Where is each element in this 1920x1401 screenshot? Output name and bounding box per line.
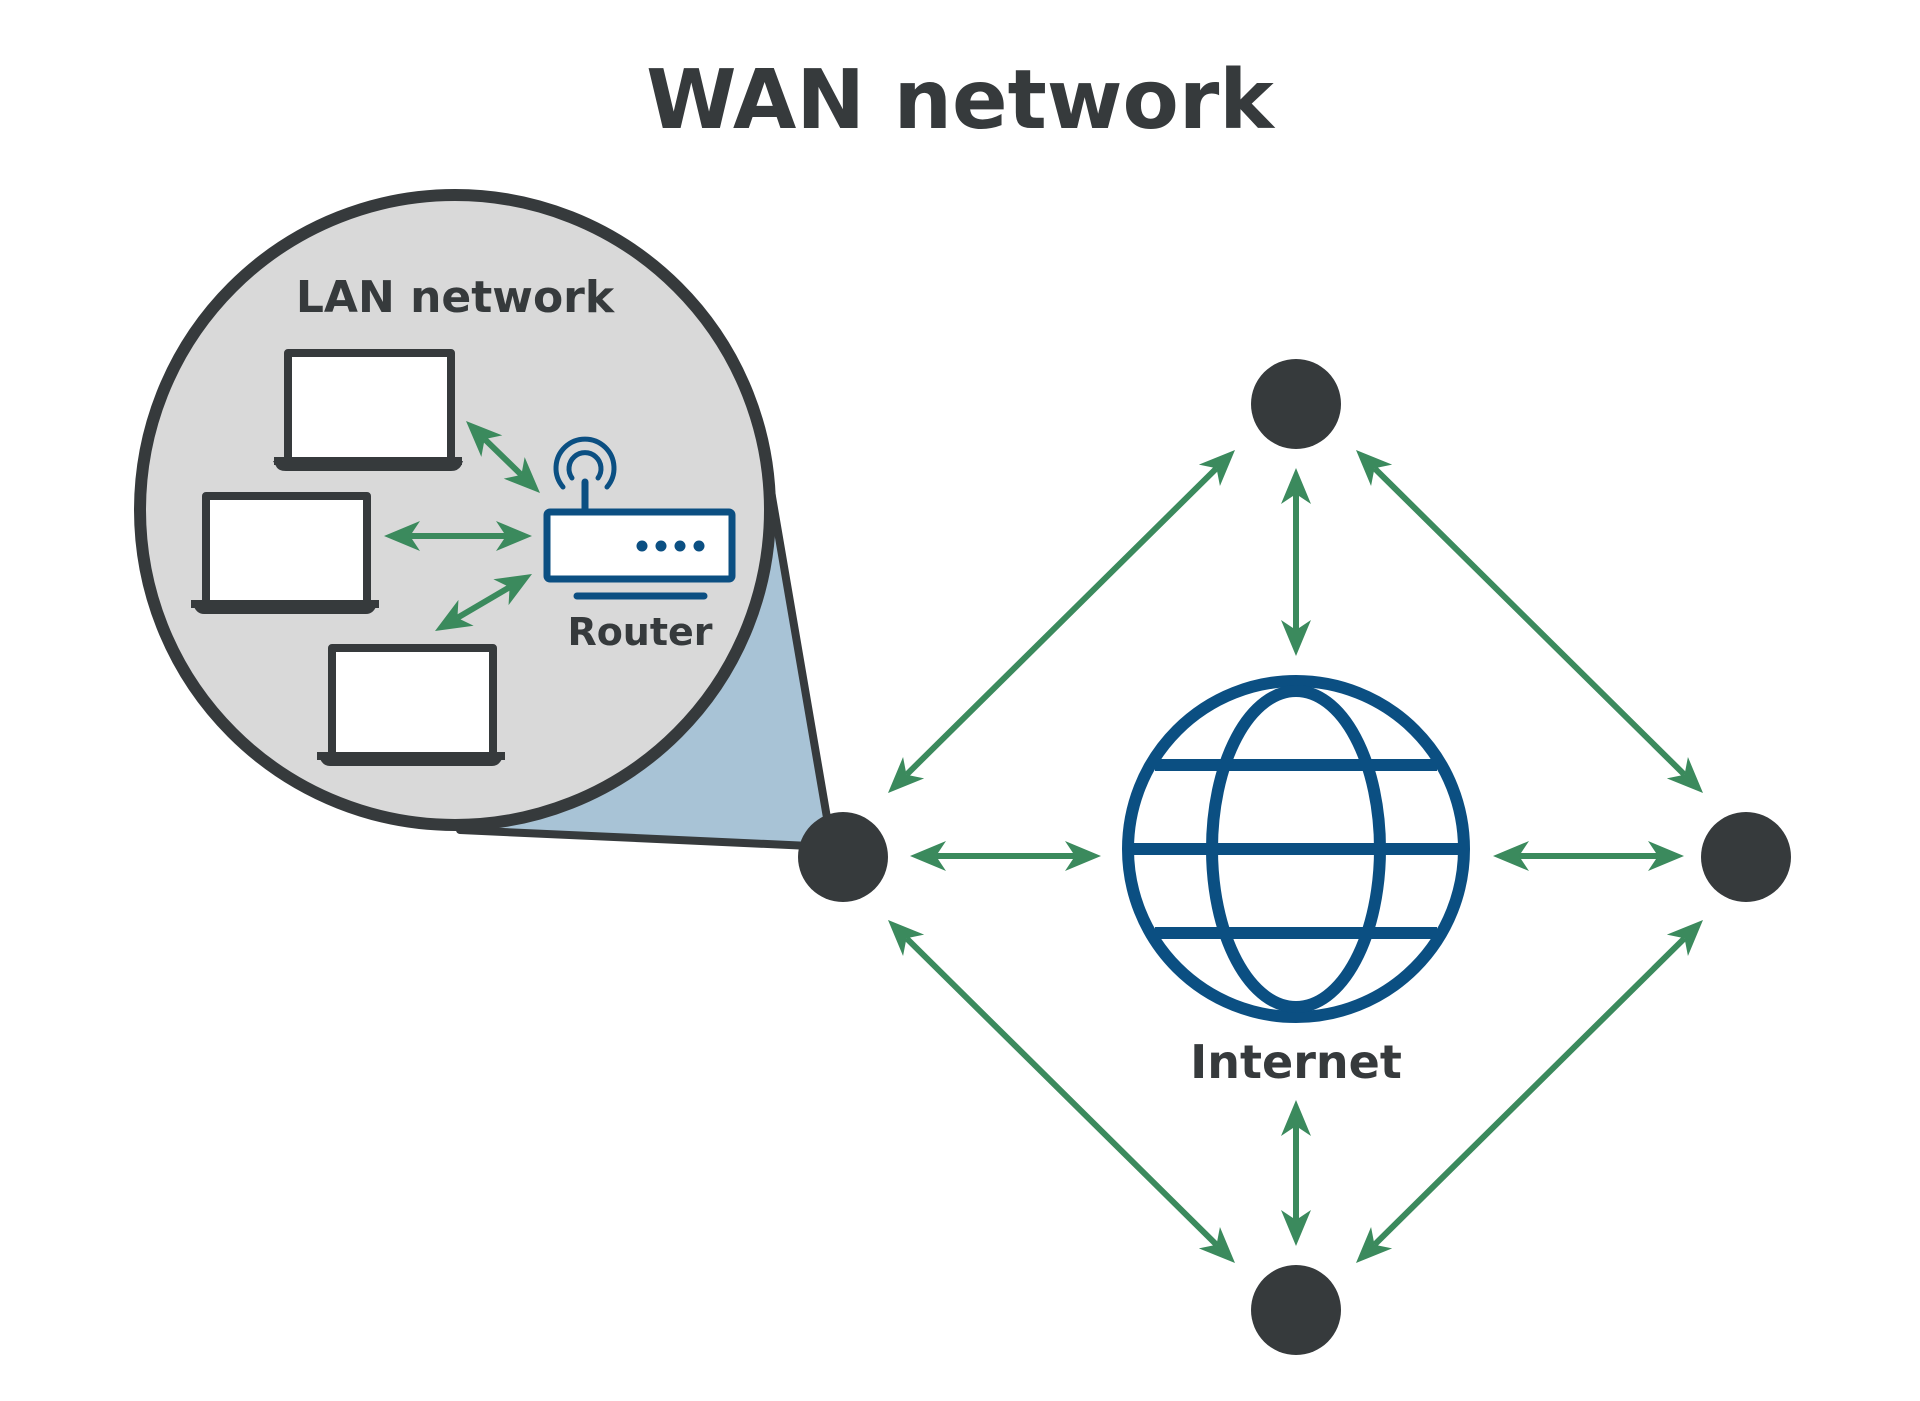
arrow-head bbox=[466, 421, 503, 457]
router-icon bbox=[543, 436, 736, 600]
arrow-shaft bbox=[1372, 936, 1687, 1247]
laptop-icon bbox=[273, 349, 463, 471]
arrow-shaft bbox=[904, 466, 1219, 777]
wan-node-lan-gateway bbox=[798, 812, 888, 902]
lan-arrow-laptop2-router bbox=[384, 521, 532, 551]
arrow-head bbox=[1281, 620, 1311, 656]
wan-arrow-top-internet bbox=[1281, 468, 1311, 656]
wan-arrow-right-bottom bbox=[1356, 920, 1703, 1263]
arrow-head bbox=[1648, 841, 1684, 871]
internet-label: Internet bbox=[1190, 1035, 1402, 1089]
arrow-head bbox=[1356, 1227, 1393, 1263]
arrow-shaft bbox=[1372, 466, 1687, 777]
arrow-head bbox=[1356, 450, 1393, 486]
wan-arrow-internet-bottom bbox=[1281, 1100, 1311, 1246]
connection-arrows bbox=[384, 421, 1703, 1263]
wan-node-right bbox=[1701, 812, 1791, 902]
arrow-head bbox=[384, 521, 420, 551]
wan-arrow-internet-right bbox=[1493, 841, 1684, 871]
arrow-head bbox=[435, 599, 474, 631]
arrow-head bbox=[496, 521, 532, 551]
arrow-head bbox=[503, 457, 540, 493]
globe-icon bbox=[1122, 675, 1470, 1023]
arrow-head bbox=[888, 757, 925, 793]
lan-arrow-laptop1-router bbox=[466, 421, 540, 493]
arrow-head bbox=[1493, 841, 1529, 871]
arrow-head bbox=[910, 841, 946, 871]
laptop-icon bbox=[191, 492, 379, 614]
router-label: Router bbox=[567, 610, 712, 654]
arrow-head bbox=[1666, 757, 1703, 793]
wan-arrow-left-internet bbox=[910, 841, 1101, 871]
lan-title: LAN network bbox=[296, 272, 616, 323]
arrow-head bbox=[1281, 1100, 1311, 1136]
arrow-shaft bbox=[904, 936, 1219, 1247]
arrow-head bbox=[1281, 468, 1311, 504]
arrow-head bbox=[1666, 920, 1703, 956]
lan-arrow-laptop3-router bbox=[435, 574, 532, 631]
arrow-head bbox=[1281, 1210, 1311, 1246]
arrow-head bbox=[888, 920, 925, 956]
wan-node-bottom bbox=[1251, 1265, 1341, 1355]
page-title: WAN network bbox=[646, 53, 1276, 148]
arrow-head bbox=[1198, 1227, 1235, 1263]
wan-node-top bbox=[1251, 359, 1341, 449]
arrow-head bbox=[493, 574, 532, 606]
arrow-head bbox=[1198, 450, 1235, 486]
wan-arrow-left-top bbox=[888, 450, 1235, 793]
arrow-head bbox=[1065, 841, 1101, 871]
laptop-icon bbox=[317, 644, 505, 766]
arrow-shaft bbox=[455, 584, 512, 621]
arrow-shaft bbox=[482, 436, 524, 478]
wan-arrow-left-bottom bbox=[888, 920, 1235, 1263]
wan-arrow-top-right bbox=[1356, 450, 1703, 793]
